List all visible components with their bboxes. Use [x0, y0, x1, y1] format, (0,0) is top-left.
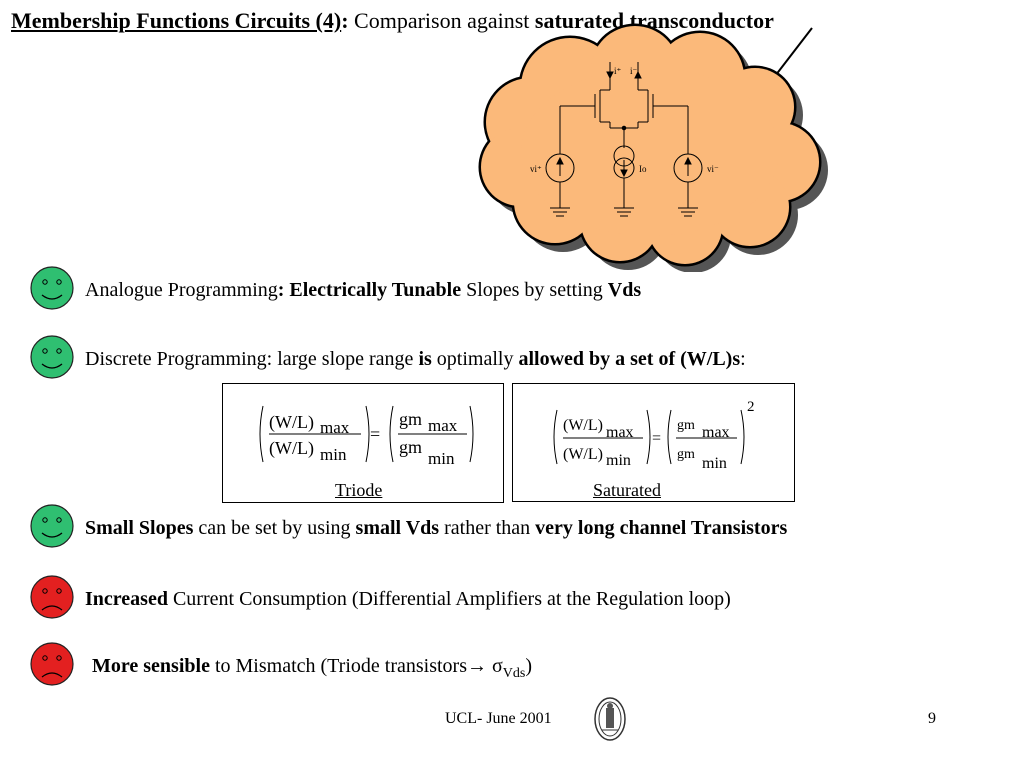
label-vi-minus: vi⁻: [707, 164, 719, 174]
sat-min-bottom: min: [606, 452, 631, 469]
label-vi-plus: vi⁺: [530, 164, 542, 174]
sat-gm-top: gm: [677, 418, 695, 433]
triode-min-bottom: min: [320, 445, 347, 464]
triode-gm-bottom: gm: [399, 437, 422, 457]
sat-wl-bottom: (W/L): [563, 446, 603, 463]
sat-gm-max: max: [702, 424, 730, 441]
triode-wl-top: (W/L): [269, 412, 314, 433]
cloud-fill: [481, 26, 819, 264]
circuit-cloud: i⁺ i⁻ vi⁺ vi⁻ Io: [478, 23, 828, 272]
triode-gm-min: min: [428, 449, 455, 468]
label-i-minus: i⁻: [630, 66, 638, 76]
bullet-3-part-2: can be set by using: [193, 517, 356, 539]
saturated-formula: (W/L) max (W/L) min = gm max gm min 2: [553, 399, 755, 472]
triode-max-top: max: [320, 418, 350, 437]
pointer-arrow: [771, 27, 813, 81]
bullet-2-part-2: large slope range: [277, 348, 414, 370]
triode-wl-bottom: (W/L): [269, 438, 314, 459]
smiley-face-icon: [30, 266, 74, 310]
smiley-face-icon: [30, 335, 74, 379]
bullet-5-part-4: σ: [491, 655, 503, 677]
bullet-5-part-1: More sensible: [92, 655, 210, 677]
page-number: 9: [928, 710, 936, 727]
bullet-1-part-3: Slopes by setting: [461, 279, 608, 301]
triode-gm-top: gm: [399, 409, 422, 429]
triode-formula-box: (W/L) max (W/L) min = gm max gm min Trio…: [222, 383, 504, 503]
transconductor-schematic: [545, 62, 703, 217]
frowning-face-icon: [30, 642, 74, 686]
footer-date: UCL- June 2001: [445, 710, 552, 727]
sat-exponent: 2: [747, 399, 755, 415]
bullet-2-part-3: is: [413, 348, 437, 370]
label-io: Io: [639, 164, 647, 174]
saturated-caption: Saturated: [593, 480, 661, 500]
bullet-3-part-4: rather than: [439, 517, 536, 539]
bullet-text-3: Small Slopes can be set by using small V…: [85, 517, 787, 540]
triode-formula: (W/L) max (W/L) min = gm max gm min: [259, 405, 474, 468]
sat-max-top: max: [606, 424, 634, 441]
bullet-1-part-2: : Electrically Tunable: [277, 279, 462, 301]
ucl-seal-icon: [594, 697, 626, 741]
triode-gm-max: max: [428, 416, 458, 435]
bullet-5-part-5: Vds: [502, 666, 526, 681]
bullet-3-part-3: small Vds: [355, 517, 440, 539]
sat-wl-top: (W/L): [563, 417, 603, 434]
page-title: Membership Functions Circuits (4): Compa…: [11, 8, 774, 34]
bullet-5-part-3: →: [466, 655, 492, 677]
bullet-1-part-1: Analogue Programming: [85, 279, 278, 301]
bullet-text-1: Analogue Programming: Electrically Tunab…: [85, 279, 641, 302]
circuit-label-group: i⁺ i⁻ vi⁺ vi⁻ Io: [530, 66, 719, 174]
bullet-2-part-6: (W/L)s: [680, 348, 741, 370]
smiley-face-icon: [30, 504, 74, 548]
bullet-3-part-5: very long channel Transistors: [535, 517, 788, 539]
saturated-formula-box: (W/L) max (W/L) min = gm max gm min 2 Sa…: [512, 383, 795, 502]
sat-equals: =: [652, 430, 661, 447]
title-colon: :: [341, 8, 349, 33]
bullet-4-part-2: Current Consumption (Differential Amplif…: [167, 588, 731, 610]
bullet-2-part-4: optimally: [436, 348, 514, 370]
bullet-5-part-2: to Mismatch (Triode transistors: [209, 655, 467, 677]
bullet-2-part-5: allowed by a set of: [513, 348, 681, 370]
bullet-text-2: Discrete Programming: large slope range …: [85, 348, 746, 371]
bullet-text-4: Increased Current Consumption (Different…: [85, 588, 731, 611]
bullet-4-part-1: Increased: [85, 588, 168, 610]
title-part2: Comparison against: [354, 8, 530, 33]
sat-gm-min: min: [702, 455, 727, 472]
sat-gm-bottom: gm: [677, 447, 695, 462]
triode-caption: Triode: [335, 480, 383, 500]
label-i-plus: i⁺: [614, 66, 622, 76]
bullet-2-part-7: :: [740, 348, 746, 370]
triode-equals: =: [370, 424, 380, 444]
bullet-5-part-6: ): [525, 655, 532, 677]
frowning-face-icon: [30, 575, 74, 619]
bullet-1-part-4: Vds: [607, 279, 642, 301]
bullet-text-5: More sensible to Mismatch (Triode transi…: [92, 655, 532, 682]
title-part1: Membership Functions Circuits (4): [11, 8, 342, 33]
bullet-3-part-1: Small Slopes: [85, 517, 194, 539]
bullet-2-part-1: Discrete Programming:: [85, 348, 278, 370]
